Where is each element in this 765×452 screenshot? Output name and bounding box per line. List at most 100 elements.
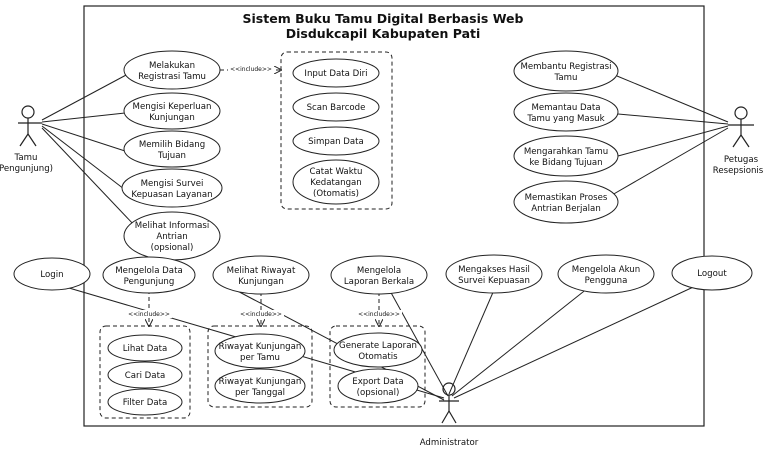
use-case-mengarahkan-tamu: Mengarahkan Tamu ke Bidang Tujuan [513, 135, 619, 177]
tamu-associations [41, 73, 136, 227]
actor-petugas-label-line-2: Resepsionis [713, 166, 764, 176]
use-case-riwayat-per-tanggal: Riwayat Kunjungan per Tanggal [214, 368, 306, 404]
use-case-registrasi-tamu-line-2: Registrasi Tamu [138, 72, 206, 82]
include-label-bg [126, 310, 172, 318]
use-case-mengarahkan-tamu-line-1: Mengarahkan Tamu [524, 147, 608, 157]
diagram-title-line-2: Disdukcapil Kabupaten Pati [286, 26, 481, 41]
use-case-login: Login [13, 257, 91, 291]
use-case-cari-data-label: Cari Data [125, 371, 165, 381]
use-case-mengelola-laporan-line-1: Mengelola [357, 266, 401, 276]
use-case-cari-data: Cari Data [107, 361, 183, 389]
use-case-riwayat-per-tamu: Riwayat Kunjungan per Tamu [214, 333, 306, 369]
use-case-mengelola-akun-line-1: Mengelola Akun [572, 265, 640, 275]
use-case-melihat-riwayat-line-2: Kunjungan [238, 277, 284, 287]
use-case-memantau-data-line-2: Tamu yang Masuk [526, 114, 604, 124]
include-label-data: <<include>> [128, 311, 170, 318]
use-case-input-data-diri-label: Input Data Diri [304, 69, 367, 79]
use-case-filter-data: Filter Data [107, 388, 183, 416]
include-label-history: <<include>> [240, 311, 282, 318]
use-case-logout: Logout [671, 255, 753, 291]
use-case-mengelola-akun-line-2: Pengguna [585, 276, 628, 286]
actor-tamu-figure-icon [18, 105, 42, 147]
use-case-mengakses-hasil-survei-line-2: Survei Kepuasan [458, 276, 530, 286]
use-case-riwayat-per-tamu-line-1: Riwayat Kunjungan [219, 342, 302, 352]
use-case-melihat-riwayat: Melihat Riwayat Kunjungan [212, 255, 310, 295]
include-label-report: <<include>> [358, 311, 400, 318]
use-case-memastikan-antrian: Memastikan Proses Antrian Berjalan [513, 180, 619, 224]
actor-administrator-figure-icon [439, 382, 459, 424]
use-case-mengelola-data-line-2: Pengunjung [124, 277, 175, 287]
use-case-catat-waktu-line-2: Kedatangan [310, 178, 361, 188]
use-case-mengakses-hasil-survei-line-1: Mengakses Hasil [458, 265, 530, 275]
use-case-generate-laporan: Generate Laporan Otomatis [333, 332, 423, 368]
use-case-membantu-registrasi-line-1: Membantu Registrasi [520, 62, 611, 72]
use-case-mengisi-keperluan-line-2: Kunjungan [149, 113, 195, 123]
include-label-registration: <<include>> [230, 66, 272, 73]
actor-petugas-figure-icon [728, 106, 754, 148]
use-case-simpan-data-label: Simpan Data [308, 137, 364, 147]
report-include-group [329, 325, 426, 408]
use-case-mengisi-keperluan-line-1: Mengisi Keperluan [133, 102, 212, 112]
use-case-membantu-registrasi-line-2: Tamu [554, 73, 578, 83]
diagram-title-line-1: Sistem Buku Tamu Digital Berbasis Web [243, 11, 524, 26]
use-case-simpan-data: Simpan Data [292, 126, 380, 156]
include-label-bg [228, 65, 274, 73]
use-case-mengisi-survei-line-2: Kepuasan Layanan [131, 190, 212, 200]
use-case-catat-waktu: Catat Waktu Kedatangan (Otomatis) [292, 159, 380, 205]
use-case-memilih-bidang-line-1: Memilih Bidang [139, 140, 205, 150]
use-case-logout-label: Logout [697, 269, 727, 279]
use-case-mengisi-survei: Mengisi Survei Kepuasan Layanan [121, 168, 223, 208]
use-case-export-data-line-1: Export Data [352, 377, 403, 387]
actor-tamu-label-line-2: Pengunjung) [0, 164, 53, 174]
use-case-mengelola-data: Mengelola Data Pengunjung [102, 256, 196, 294]
use-case-registrasi-tamu: Melakukan Registrasi Tamu [123, 50, 221, 90]
use-case-melihat-antrian-line-1: Melihat Informasi [135, 221, 209, 231]
use-case-mengelola-laporan: Mengelola Laporan Berkala [330, 255, 428, 295]
use-case-memilih-bidang-line-2: Tujuan [157, 151, 186, 161]
use-case-catat-waktu-line-1: Catat Waktu [309, 167, 362, 177]
actor-administrator: Administrator [420, 382, 479, 448]
use-case-generate-laporan-line-2: Otomatis [358, 352, 398, 362]
use-case-scan-barcode-label: Scan Barcode [307, 103, 366, 113]
use-case-filter-data-label: Filter Data [123, 398, 168, 408]
use-case-mengelola-akun: Mengelola Akun Pengguna [557, 254, 655, 294]
use-case-membantu-registrasi: Membantu Registrasi Tamu [513, 50, 619, 92]
use-case-login-label: Login [40, 270, 63, 280]
use-case-generate-laporan-line-1: Generate Laporan [339, 341, 417, 351]
use-case-registrasi-tamu-line-1: Melakukan [149, 61, 195, 71]
use-case-export-data-line-2: (opsional) [357, 388, 400, 398]
use-case-scan-barcode: Scan Barcode [292, 92, 380, 122]
use-case-mengakses-hasil-survei: Mengakses Hasil Survei Kepuasan [445, 254, 543, 294]
use-case-melihat-antrian: Melihat Informasi Antrian (opsional) [123, 211, 221, 261]
actor-petugas-label-line-1: Petugas [724, 155, 759, 165]
use-case-riwayat-per-tamu-line-2: per Tamu [240, 353, 280, 363]
use-case-memastikan-antrian-line-1: Memastikan Proses [525, 193, 608, 203]
use-case-melihat-antrian-line-2: Antrian [156, 232, 187, 242]
include-label-bg [238, 310, 284, 318]
use-case-lihat-data-label: Lihat Data [123, 344, 168, 354]
actor-tamu: Tamu Pengunjung) [0, 105, 53, 174]
use-case-riwayat-per-tanggal-line-1: Riwayat Kunjungan [219, 377, 302, 387]
use-case-riwayat-per-tanggal-line-2: per Tanggal [235, 388, 285, 398]
use-case-memilih-bidang: Memilih Bidang Tujuan [123, 130, 221, 168]
include-label-bg [356, 310, 402, 318]
registration-include-group [280, 51, 393, 210]
use-case-melihat-antrian-line-3: (opsional) [151, 243, 194, 253]
petugas-associations [611, 75, 729, 196]
use-case-memastikan-antrian-line-2: Antrian Berjalan [531, 204, 601, 214]
use-case-mengarahkan-tamu-line-2: ke Bidang Tujuan [529, 158, 602, 168]
actor-administrator-label: Administrator [420, 438, 479, 448]
use-case-memantau-data: Memantau Data Tamu yang Masuk [513, 92, 619, 132]
use-case-catat-waktu-line-3: (Otomatis) [313, 189, 359, 199]
use-case-mengelola-laporan-line-2: Laporan Berkala [344, 277, 414, 287]
use-case-mengisi-survei-line-1: Mengisi Survei [141, 179, 204, 189]
use-case-lihat-data: Lihat Data [107, 334, 183, 362]
use-case-export-data: Export Data (opsional) [337, 368, 419, 404]
use-case-memantau-data-line-1: Memantau Data [531, 103, 600, 113]
use-case-mengelola-data-line-1: Mengelola Data [115, 266, 182, 276]
use-case-mengisi-keperluan: Mengisi Keperluan Kunjungan [123, 92, 221, 130]
actor-tamu-label-line-1: Tamu [14, 153, 38, 163]
actor-petugas: Petugas Resepsionis [713, 106, 764, 176]
use-case-input-data-diri: Input Data Diri [292, 58, 380, 88]
